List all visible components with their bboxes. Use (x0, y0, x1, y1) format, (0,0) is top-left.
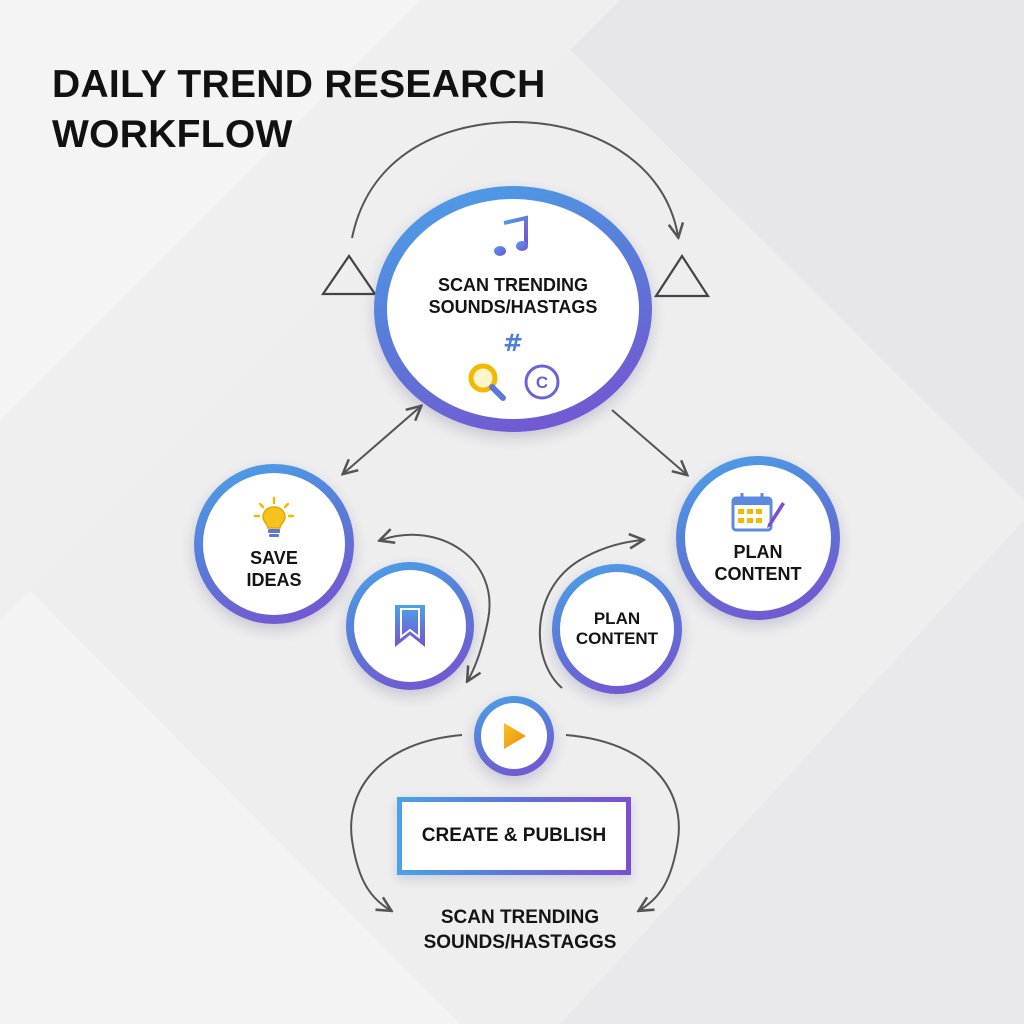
svg-text:C: C (536, 373, 548, 392)
magnifier-icon (468, 363, 506, 401)
plan-content-middle-label: PLAN CONTENT (575, 608, 659, 648)
bottom-scan-trending-label: SCAN TRENDING SOUNDS/HASTAGGS (423, 907, 617, 953)
title-line-2: WORKFLOW (52, 113, 293, 156)
save-ideas-node[interactable]: SAVE IDEAS (194, 464, 354, 624)
play-node[interactable] (474, 696, 554, 776)
scan-trending-node[interactable]: SCAN TRENDING SOUNDS/HASTAGS # C (374, 186, 652, 432)
save-ideas-label: SAVE IDEAS (246, 548, 302, 590)
scan-trending-label: SCAN TRENDING SOUNDS/HASTAGS (428, 275, 598, 317)
bookmark-icon (395, 605, 425, 647)
bookmark-node[interactable] (346, 562, 474, 690)
lightbulb-icon (253, 497, 295, 538)
plan-content-node-right[interactable]: PLAN CONTENT (676, 456, 840, 620)
copyright-icon: C (524, 364, 560, 400)
plan-content-right-label: PLAN CONTENT (714, 542, 802, 584)
create-publish-box[interactable]: CREATE & PUBLISH (397, 797, 631, 875)
calendar-icon (731, 493, 785, 532)
music-note-icon (494, 215, 528, 257)
title-line-1: DAILY TREND RESEARCH (52, 63, 546, 106)
plan-content-node-middle[interactable]: PLAN CONTENT (552, 564, 682, 694)
page-title: DAILY TREND RESEARCH WORKFLOW (52, 60, 546, 160)
hashtag-icon: # (502, 328, 524, 357)
play-icon (504, 723, 526, 749)
create-publish-label: CREATE & PUBLISH (421, 824, 607, 846)
